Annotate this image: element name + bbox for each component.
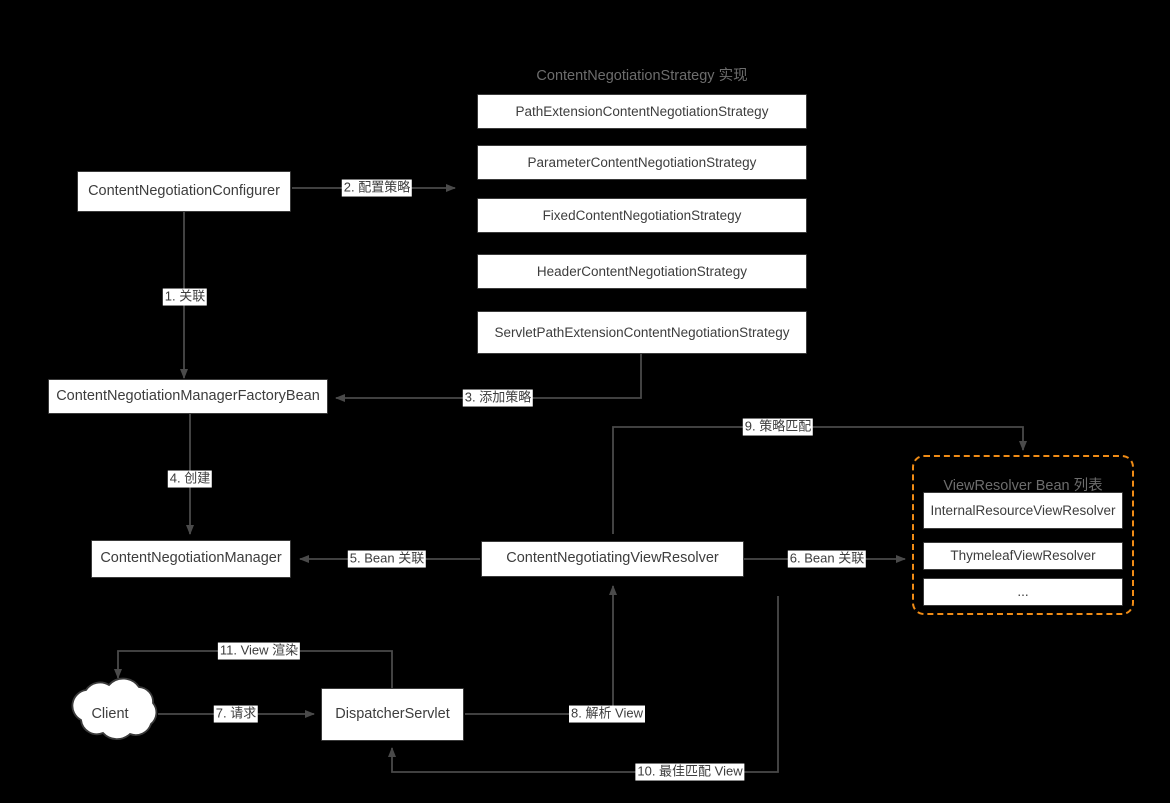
edge-label-8: 8. 解析 View bbox=[568, 705, 646, 723]
viewresolver-node-internal-resource[interactable]: InternalResourceViewResolver bbox=[923, 492, 1123, 529]
node-content-negotiation-configurer[interactable]: ContentNegotiationConfigurer bbox=[77, 171, 291, 212]
viewresolver-node-thymeleaf[interactable]: ThymeleafViewResolver bbox=[923, 542, 1123, 570]
strategy-node-path-extension[interactable]: PathExtensionContentNegotiationStrategy bbox=[477, 94, 807, 129]
edge-label-9: 9. 策略匹配 bbox=[742, 418, 814, 436]
edge-label-1: 1. 关联 bbox=[162, 288, 208, 306]
viewresolver-node-ellipsis[interactable]: ... bbox=[923, 578, 1123, 606]
node-content-negotiation-manager[interactable]: ContentNegotiationManager bbox=[91, 540, 291, 578]
edge-label-4: 4. 创建 bbox=[167, 470, 213, 488]
edge-label-10: 10. 最佳匹配 View bbox=[635, 763, 745, 781]
edge-label-6: 6. Bean 关联 bbox=[787, 550, 867, 568]
strategy-node-fixed[interactable]: FixedContentNegotiationStrategy bbox=[477, 198, 807, 233]
node-content-negotiation-manager-factory-bean[interactable]: ContentNegotiationManagerFactoryBean bbox=[48, 379, 328, 414]
edge-label-5: 5. Bean 关联 bbox=[347, 550, 427, 568]
viewresolver-group-title: ViewResolver Bean 列表 bbox=[943, 478, 1103, 494]
node-dispatcher-servlet[interactable]: DispatcherServlet bbox=[321, 688, 464, 741]
viewresolver-group-box bbox=[912, 455, 1134, 615]
strategy-node-header[interactable]: HeaderContentNegotiationStrategy bbox=[477, 254, 807, 289]
strategy-group-title: ContentNegotiationStrategy 实现 bbox=[536, 68, 748, 84]
node-client-label[interactable]: Client bbox=[91, 706, 129, 722]
edge-path-8 bbox=[465, 585, 617, 715]
edge-label-2: 2. 配置策略 bbox=[341, 179, 413, 197]
edge-label-3: 3. 添加策略 bbox=[462, 389, 534, 407]
strategy-node-parameter[interactable]: ParameterContentNegotiationStrategy bbox=[477, 145, 807, 180]
edge-path-10 bbox=[388, 596, 779, 773]
edge-label-11: 11. View 渲染 bbox=[217, 642, 301, 660]
strategy-node-servlet-path-extension[interactable]: ServletPathExtensionContentNegotiationSt… bbox=[477, 311, 807, 354]
edge-label-7: 7. 请求 bbox=[213, 705, 259, 723]
node-content-negotiating-view-resolver[interactable]: ContentNegotiatingViewResolver bbox=[481, 541, 744, 577]
